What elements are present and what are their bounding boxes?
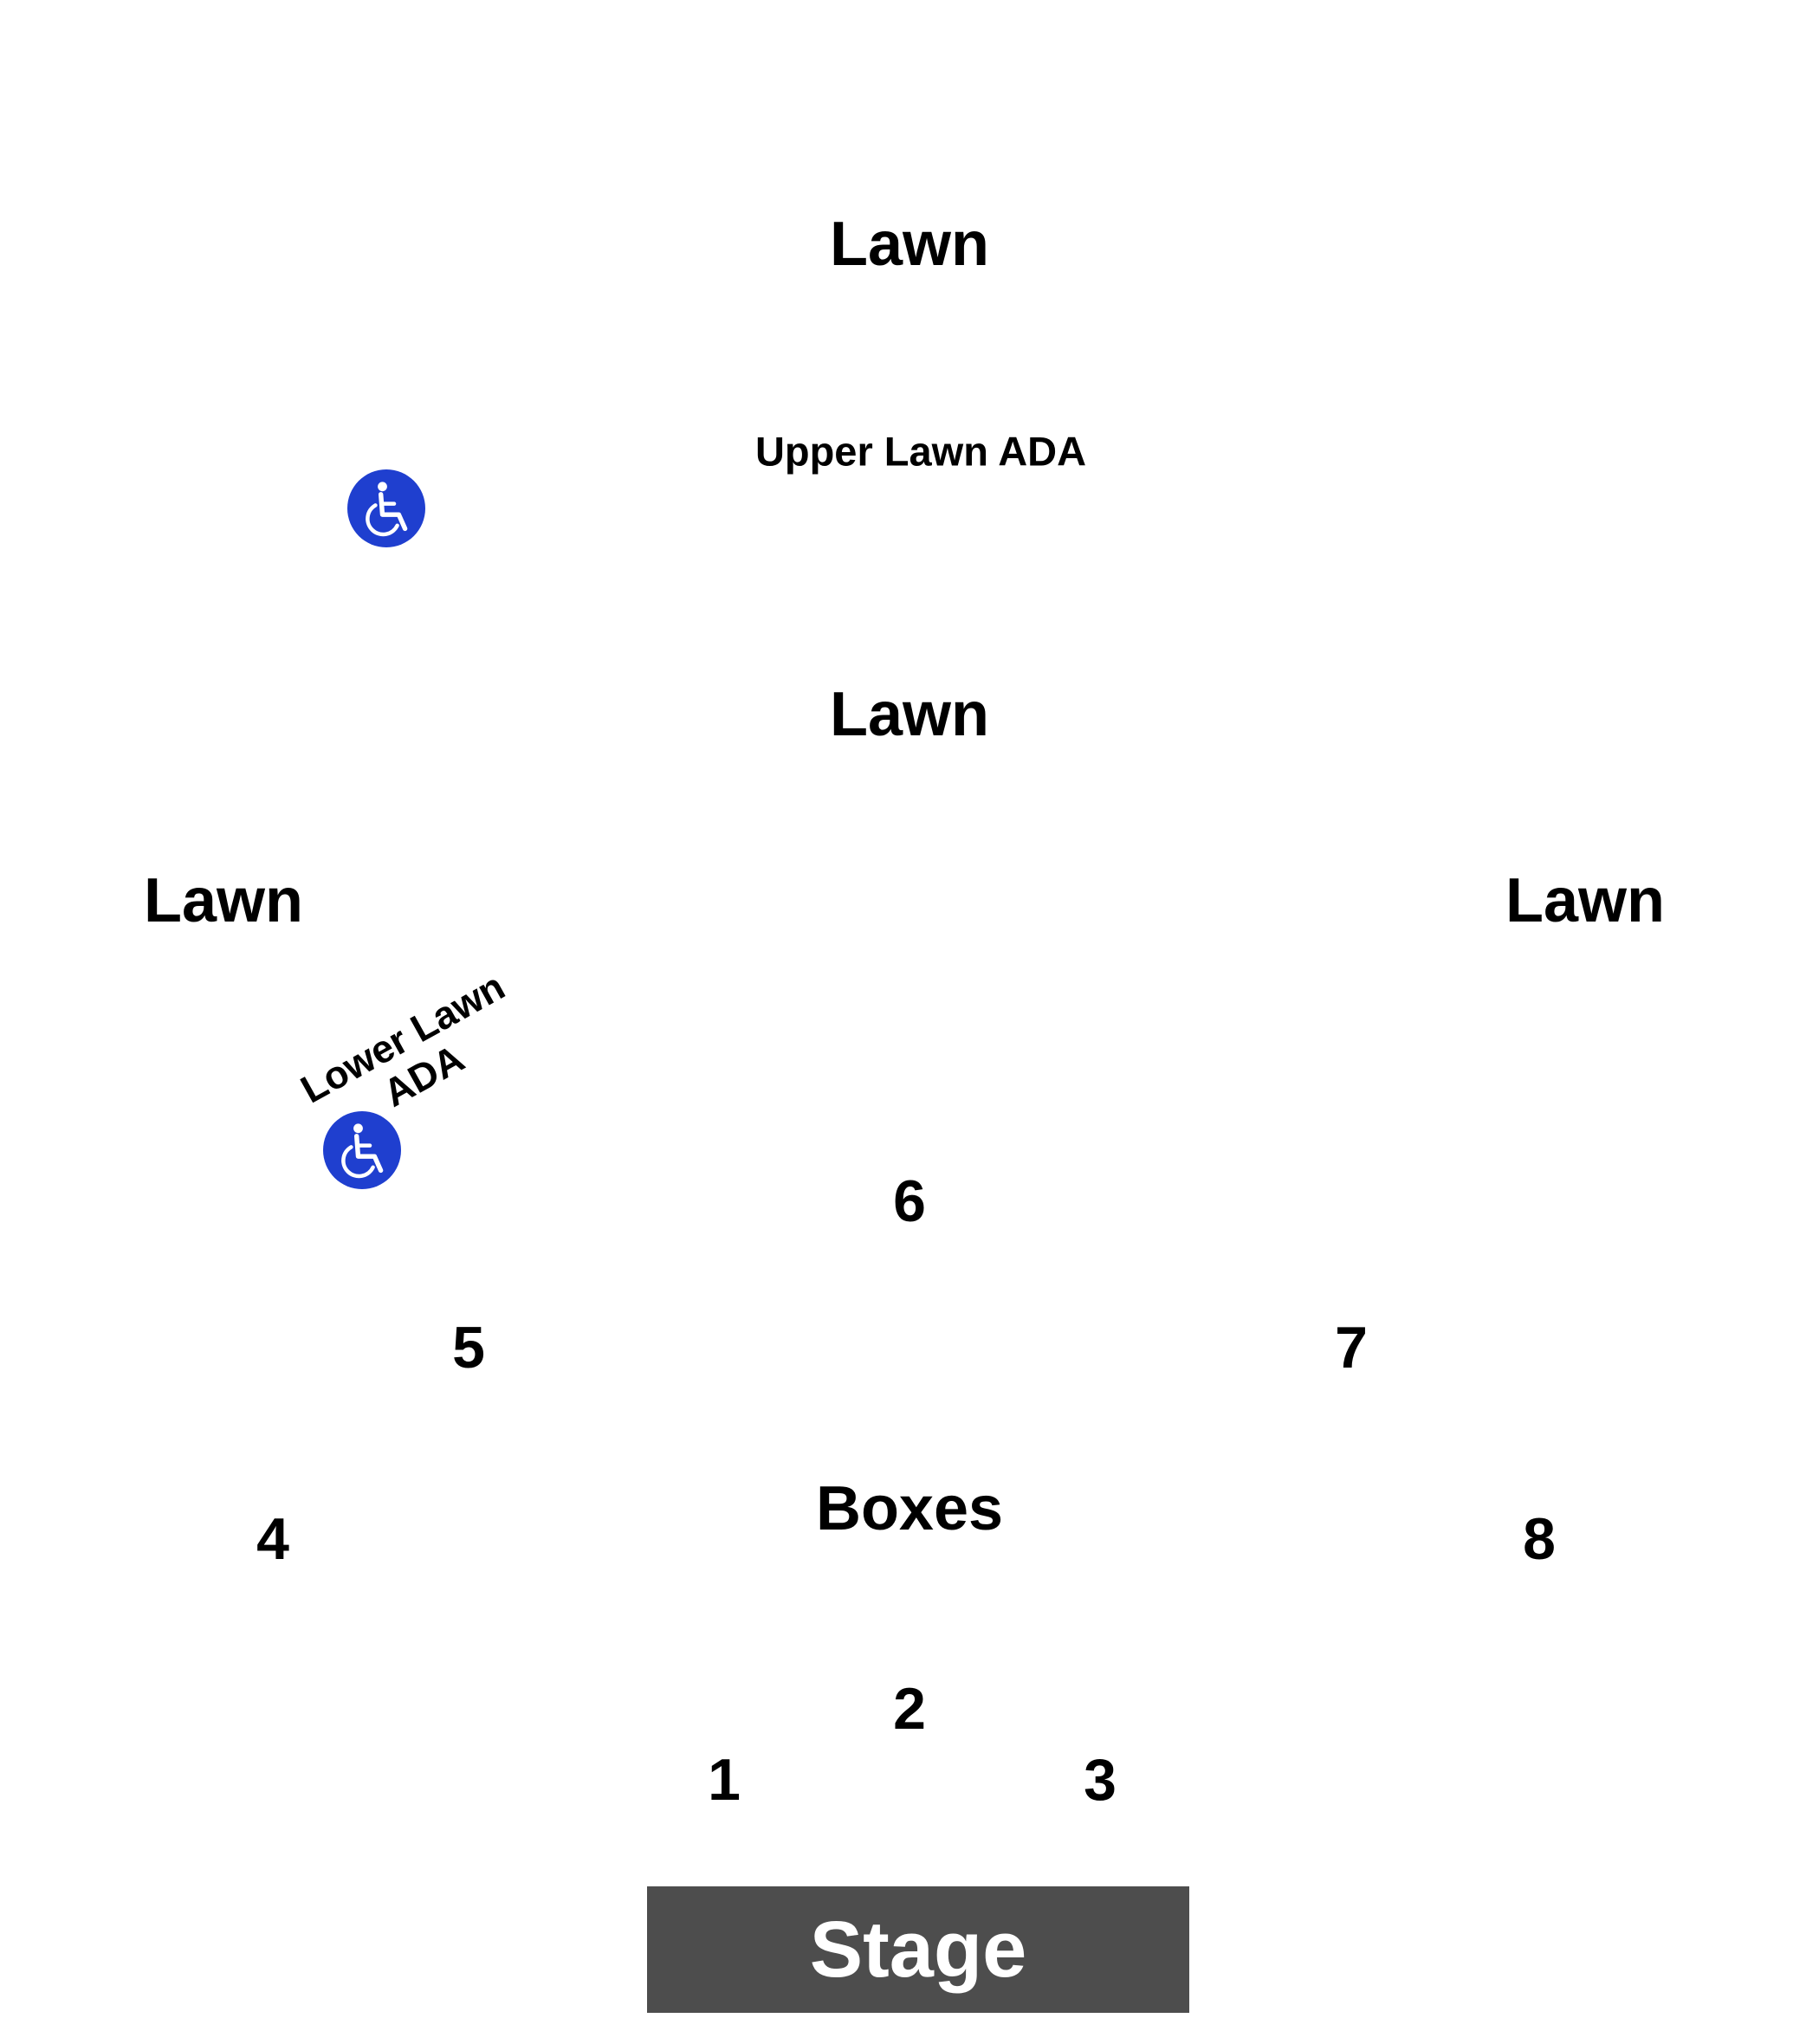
- section-2[interactable]: 2: [893, 1676, 926, 1742]
- upper-lawn-ada-label[interactable]: Upper Lawn ADA: [754, 428, 1087, 475]
- wheelchair-icon-graphic: [323, 1111, 401, 1189]
- stage: Stage: [647, 1886, 1189, 2013]
- section-4[interactable]: 4: [256, 1506, 289, 1572]
- section-6[interactable]: 6: [893, 1168, 926, 1234]
- wheelchair-icon-graphic: [347, 469, 425, 547]
- section-8[interactable]: 8: [1523, 1506, 1556, 1572]
- section-5[interactable]: 5: [452, 1315, 485, 1381]
- section-3[interactable]: 3: [1084, 1747, 1117, 1813]
- wheelchair-icon[interactable]: [347, 469, 425, 547]
- section-boxes[interactable]: Boxes: [815, 1474, 1004, 1543]
- section-1[interactable]: 1: [708, 1747, 741, 1813]
- lawn-label-right[interactable]: Lawn: [1505, 866, 1666, 935]
- stage-label: Stage: [809, 1905, 1027, 1994]
- section-7[interactable]: 7: [1335, 1315, 1368, 1381]
- lawn-label-middle[interactable]: Lawn: [829, 680, 990, 749]
- lawn-label-top[interactable]: Lawn: [829, 210, 990, 279]
- wheelchair-icon[interactable]: [323, 1111, 401, 1189]
- lawn-label-left[interactable]: Lawn: [143, 866, 304, 935]
